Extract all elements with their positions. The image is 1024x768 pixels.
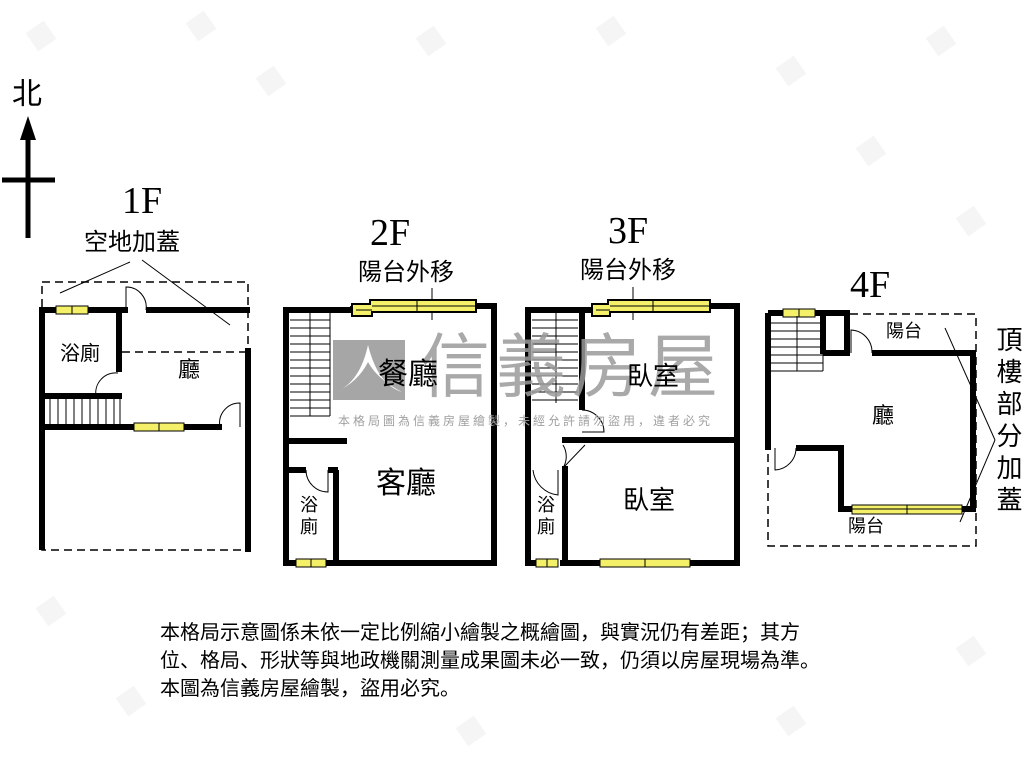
room-2f-living: 客廳 (376, 466, 436, 501)
north-label: 北 (12, 77, 42, 112)
floor-1f-annotation: 空地加蓋 (84, 228, 180, 256)
disclaimer-line: 本格局示意圖係未依一定比例縮小繪製之概繪圖，與實況仍有差距；其方 (160, 620, 800, 644)
brand-logo-watermark (333, 340, 405, 400)
room-4f-balcony-north: 陽台 (886, 321, 922, 342)
room-3f-bedroom-1: 臥室 (627, 362, 680, 392)
floor-1f-title: 1F (122, 180, 163, 222)
floor-4f-title: 4F (850, 264, 891, 306)
disclaimer-line: 位、格局、形狀等與地政機關測量成果圖未必一致，仍須以房屋現場為準。 (160, 648, 820, 672)
room-1f-living: 廳 (178, 358, 201, 383)
disclaimer-line: 本圖為信義房屋繪製，盜用必究。 (160, 676, 460, 700)
watermark-notice: 本格局圖為信義房屋繪製，未經允許請勿盜用，違者必究 (338, 414, 714, 428)
floor-4f-plan (765, 308, 996, 547)
room-4f-living: 廳 (872, 404, 895, 429)
brand-watermark-text: 信義房屋 (420, 326, 724, 408)
floor-2f-plan (283, 288, 497, 568)
floor-3f-title: 3F (608, 210, 649, 252)
floor-3f-plan (525, 287, 740, 568)
room-3f-bathroom: 浴廁 (534, 495, 555, 539)
room-2f-bathroom: 浴廁 (297, 495, 318, 539)
background-watermark-pattern (25, 10, 987, 747)
floor-1f-plan (39, 259, 251, 552)
floor-3f-annotation: 陽台外移 (580, 256, 676, 284)
north-arrow-icon (2, 116, 55, 238)
floor-2f-title: 2F (370, 212, 411, 254)
room-1f-bathroom: 浴廁 (60, 341, 100, 365)
floor-2f-annotation: 陽台外移 (358, 258, 454, 286)
room-3f-bedroom-2: 臥室 (623, 486, 676, 516)
room-4f-balcony-south: 陽台 (848, 516, 884, 537)
disclaimer: 本格局示意圖係未依一定比例縮小繪製之概繪圖，與實況仍有差距；其方 位、格局、形狀… (160, 618, 820, 702)
room-2f-dining: 餐廳 (378, 357, 438, 392)
floor-4f-annotation: 頂樓部分加蓋 (992, 326, 1022, 518)
